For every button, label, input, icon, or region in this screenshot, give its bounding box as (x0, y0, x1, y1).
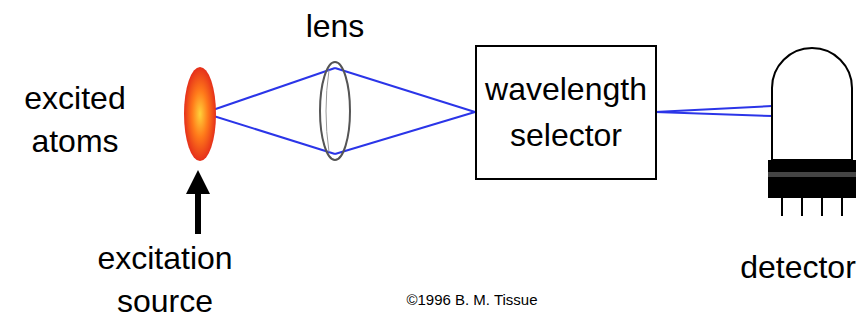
part-label: lens (306, 5, 365, 48)
lens-symbol (320, 62, 350, 160)
part-label: excited atoms (24, 77, 125, 163)
part-label: detector (740, 246, 856, 289)
excitation-arrow (186, 170, 210, 234)
copyright-note: ©1996 B. M. Tissue (406, 291, 537, 309)
part-label: excitation source (97, 237, 232, 323)
excited-atoms-blob (184, 67, 216, 161)
detector-symbol (768, 48, 856, 216)
process-box: wavelength selector (475, 45, 657, 180)
box-label: wavelength selector (485, 66, 647, 159)
